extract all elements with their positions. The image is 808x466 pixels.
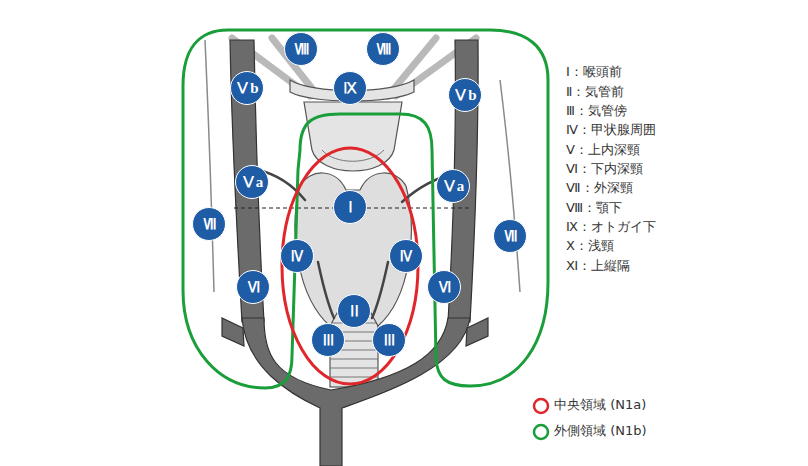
callout-number: Ⅶ: [202, 217, 217, 232]
region-circle: Ⅵ: [427, 270, 461, 304]
callout-number: Ⅰ: [343, 200, 358, 215]
region-circle: Ⅴa: [235, 165, 269, 199]
key-list-item: Ⅲ：気管傍: [566, 103, 627, 119]
legend-ring-green: [534, 425, 548, 439]
callout-number: Ⅴa: [241, 175, 264, 190]
callout-number: Ⅳ: [290, 249, 305, 264]
legend-text: 中央領域 (N1a): [554, 397, 646, 413]
callout-number: Ⅳ: [399, 249, 414, 264]
region-circle: Ⅵ: [236, 270, 270, 304]
region-circle: Ⅱ: [337, 294, 371, 328]
callout-number: Ⅷ: [376, 42, 391, 57]
region-circle: Ⅳ: [389, 239, 423, 273]
region-circle: Ⅰ: [333, 190, 367, 224]
muscle-strands: [232, 38, 476, 96]
key-list-item: Ⅺ：上縦隔: [566, 258, 630, 274]
region-circle: Ⅶ: [192, 207, 226, 241]
key-list-item: Ⅷ：顎下: [566, 200, 622, 216]
region-circle: Ⅲ: [372, 323, 406, 357]
region-circle: Ⅶ: [493, 219, 527, 253]
region-circle: Ⅸ: [333, 71, 367, 105]
region-circle: Ⅷ: [284, 32, 318, 66]
legend-text: 外側領域 (N1b): [554, 423, 647, 439]
jugular-veins: [222, 40, 488, 466]
key-list-item: Ⅴ：上内深頸: [566, 142, 640, 158]
callout-number: Ⅷ: [294, 42, 309, 57]
key-list-item: Ⅰ：喉頭前: [566, 64, 622, 80]
key-list-item: Ⅸ：オトガイ下: [566, 219, 656, 235]
callout-number: Ⅲ: [321, 333, 336, 348]
callout-number: Ⅶ: [503, 229, 518, 244]
key-list-item: Ⅹ：浅頸: [566, 238, 614, 254]
key-list-item: Ⅵ：下内深頸: [566, 161, 643, 177]
region-circle: Ⅲ: [311, 323, 345, 357]
region-circle: Ⅷ: [366, 32, 400, 66]
callout-number: Ⅸ: [343, 81, 358, 96]
region-circle: Ⅴb: [230, 71, 264, 105]
region-circle: Ⅴa: [436, 169, 470, 203]
key-list-item: Ⅶ：外深頸: [566, 180, 633, 196]
callout-number: Ⅵ: [437, 280, 452, 295]
region-circle: Ⅳ: [280, 239, 314, 273]
key-list-item: Ⅳ：甲状腺周囲: [566, 122, 656, 138]
legend-ring-red: [534, 399, 548, 413]
key-list-item: Ⅱ：気管前: [566, 84, 624, 100]
callout-number: Ⅵ: [246, 280, 261, 295]
callout-number: Ⅴa: [442, 179, 465, 194]
callout-number: Ⅲ: [382, 333, 397, 348]
region-circle: Ⅴb: [448, 78, 482, 112]
callout-number: Ⅴb: [453, 88, 476, 103]
lateral-region-outline: [183, 30, 548, 388]
callout-number: Ⅴb: [235, 81, 258, 96]
callout-number: Ⅱ: [347, 304, 362, 319]
